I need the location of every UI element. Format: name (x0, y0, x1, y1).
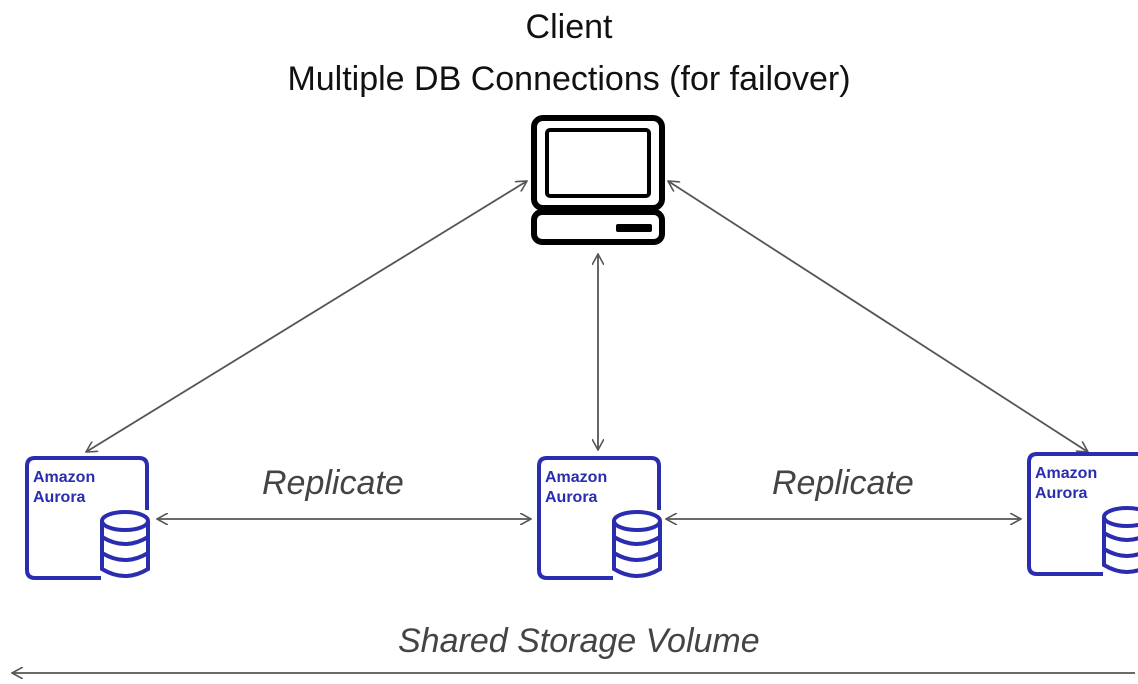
aurora-name-line2: Aurora (545, 489, 598, 506)
aurora-name-line1: Amazon (33, 469, 95, 486)
arrow-client-right-aurora (668, 181, 1088, 452)
database-cylinder-icon (612, 510, 662, 578)
shared-storage-label: Shared Storage Volume (398, 622, 760, 660)
aurora-name-line2: Aurora (1035, 485, 1088, 502)
arrow-client-left-aurora (86, 181, 527, 452)
computer-icon (531, 115, 665, 245)
client-title: Client (525, 8, 613, 46)
aurora-name-line2: Aurora (33, 489, 86, 506)
aurora-db-icon: Amazon Aurora (1027, 452, 1138, 576)
aurora-db-icon: Amazon Aurora (537, 456, 662, 580)
replicate-label-right: Replicate (772, 464, 914, 502)
connections-subtitle: Multiple DB Connections (for failover) (287, 60, 851, 98)
aurora-name-line1: Amazon (545, 469, 607, 486)
replicate-label-left: Replicate (262, 464, 404, 502)
aurora-db-icon: Amazon Aurora (25, 456, 150, 580)
database-cylinder-icon (1102, 506, 1138, 574)
database-cylinder-icon (100, 510, 150, 578)
aurora-name-line1: Amazon (1035, 465, 1097, 482)
